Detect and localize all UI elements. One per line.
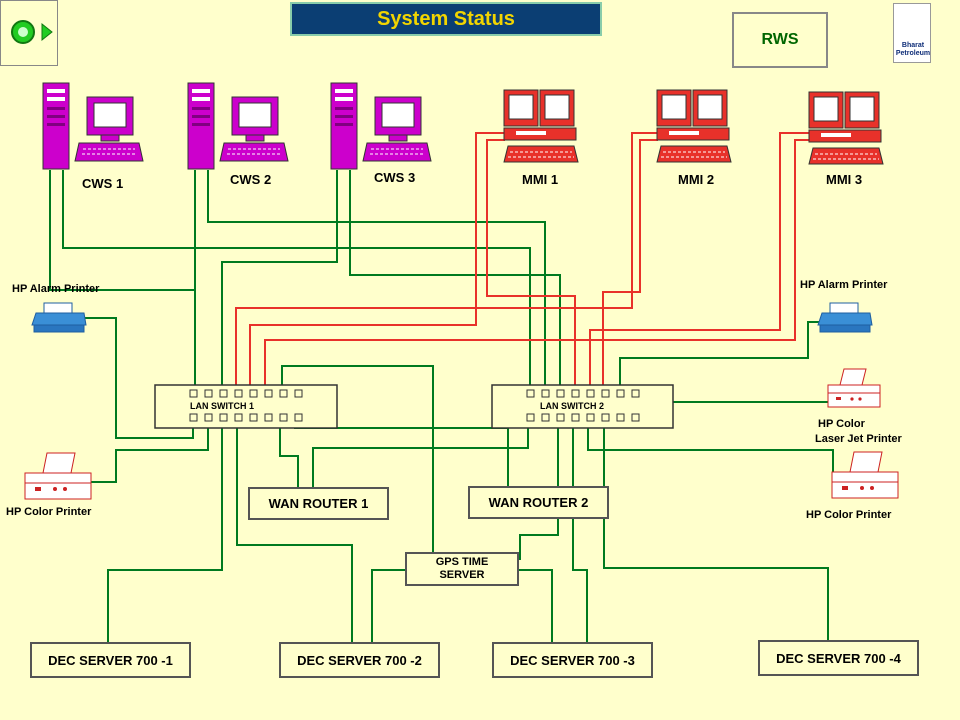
page-title: System Status	[290, 2, 602, 36]
mmi-2-label: MMI 2	[678, 172, 715, 187]
mmi-3-station-icon[interactable]	[808, 91, 884, 165]
laser-printer-label-line-1: HP Color	[818, 418, 865, 430]
alarm-printer-right-label: HP Alarm Printer	[800, 279, 888, 291]
gps-time-server[interactable]: GPS TIME SERVER	[405, 552, 519, 586]
cws-2-workstation-icon[interactable]	[187, 82, 289, 170]
mmi-3-label: MMI 3	[826, 172, 863, 187]
wan-router-1[interactable]: WAN ROUTER 1	[248, 487, 389, 520]
mmi-2-station-icon[interactable]	[656, 89, 732, 163]
logo-line-2: Petroleum	[895, 50, 931, 57]
color-printer-left-label: HP Color Printer	[6, 506, 92, 518]
alarm-printer-left-label: HP Alarm Printer	[12, 283, 100, 295]
mmi-1-label: MMI 1	[522, 172, 559, 187]
company-logo: Bharat Petroleum	[893, 3, 931, 63]
cws-3-label: CWS 3	[374, 170, 416, 185]
cws-3-workstation-icon[interactable]	[330, 82, 432, 170]
lan-switch-1-graphic	[154, 384, 338, 429]
cws-1-label: CWS 1	[82, 176, 124, 191]
lan-switch-2-graphic	[491, 384, 674, 429]
play-icon	[11, 20, 53, 44]
color-printer-right-icon[interactable]	[831, 451, 899, 499]
navigation-button[interactable]	[0, 0, 58, 66]
mmi-cables	[235, 132, 810, 388]
cws-2-label: CWS 2	[230, 172, 272, 187]
lan-switch-2-label: LAN SWITCH 2	[540, 401, 604, 411]
dec-server-2[interactable]: DEC SERVER 700 -2	[279, 642, 440, 678]
alarm-printer-left-icon[interactable]	[31, 302, 87, 333]
device-cables	[85, 317, 834, 642]
gps-line-2: SERVER	[439, 569, 485, 581]
lan-switch-1-label: LAN SWITCH 1	[190, 401, 254, 411]
mmi-1-station-icon[interactable]	[503, 89, 579, 163]
color-printer-left-icon[interactable]	[24, 452, 92, 500]
laser-printer-icon[interactable]	[827, 368, 881, 408]
wan-router-2[interactable]: WAN ROUTER 2	[468, 486, 609, 519]
dec-server-1[interactable]: DEC SERVER 700 -1	[30, 642, 191, 678]
cws-cables	[49, 170, 561, 388]
logo-line-1: Bharat	[901, 42, 925, 49]
gps-line-1: GPS TIME	[435, 556, 489, 568]
alarm-printer-right-icon[interactable]	[817, 302, 873, 333]
logo-text: Bharat Petroleum	[894, 42, 932, 58]
laser-printer-label-line-2: Laser Jet Printer	[815, 433, 902, 445]
cws-1-workstation-icon[interactable]	[42, 82, 144, 170]
color-printer-right-label: HP Color Printer	[806, 509, 892, 521]
dec-server-4[interactable]: DEC SERVER 700 -4	[758, 640, 919, 676]
dec-server-3[interactable]: DEC SERVER 700 -3	[492, 642, 653, 678]
rws-button[interactable]: RWS	[732, 12, 828, 68]
